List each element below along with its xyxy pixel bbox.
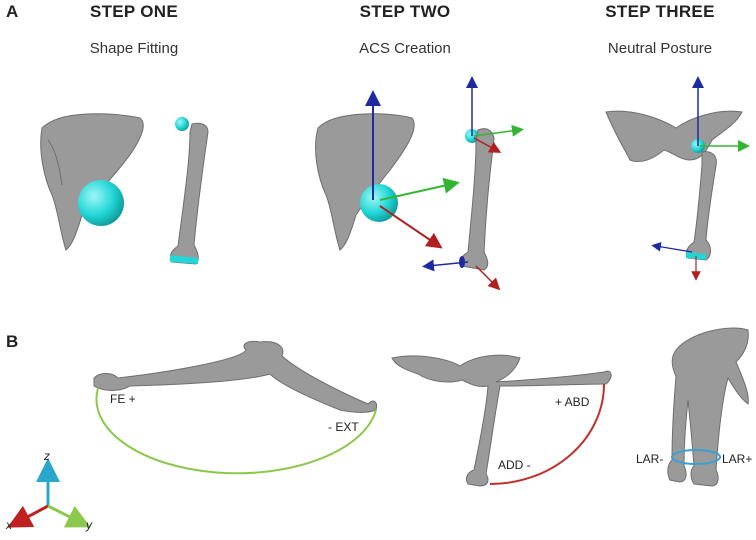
lar-plus-label: LAR+ (722, 452, 753, 466)
step-three-knee-z-axis (651, 242, 693, 253)
step-two-pelvis-y-axis (379, 177, 460, 201)
step-three-femur (685, 151, 717, 261)
step-two-femur-x-axis (473, 137, 502, 153)
step-one-acetabulum-sphere (78, 180, 124, 226)
b-abd-arc (489, 383, 605, 485)
step-two-femur-y-axis (473, 124, 524, 137)
ext-minus-label: - EXT (328, 420, 359, 434)
step-two-knee-z-axis (422, 259, 469, 272)
b-lar-skeleton (667, 327, 749, 487)
triad-z-label: z (44, 449, 50, 463)
step-two-pelvis-x-axis (379, 205, 443, 249)
b-fe-skeleton (93, 341, 377, 413)
triad-x-axis (7, 504, 49, 528)
triad-x-label: x (6, 518, 12, 532)
abd-plus-label: + ABD (555, 395, 590, 409)
step-one-title: STEP ONE (89, 2, 179, 21)
step-two-knee-x-axis (475, 265, 501, 291)
b-fe-arc (95, 387, 377, 475)
step-two-title: STEP TWO (359, 2, 451, 21)
step-three-pelvis (605, 110, 743, 163)
step-two-pelvis (315, 113, 415, 251)
panel-a-label: A (6, 2, 19, 21)
lar-minus-label: LAR- (636, 452, 664, 466)
step-three-subtitle: Neutral Posture (607, 40, 713, 57)
step-two-femur (459, 128, 495, 271)
b-abd-skeleton (391, 354, 612, 487)
b-lar-rotation-ring (671, 449, 721, 465)
panel-b-label: B (6, 332, 19, 351)
step-two-acetabulum-sphere (360, 184, 398, 222)
triad-y-axis (47, 504, 91, 528)
step-one-subtitle: Shape Fitting (89, 40, 179, 57)
triad-y-label: y (86, 518, 92, 532)
step-two-subtitle: ACS Creation (359, 40, 451, 57)
step-one-femur (169, 117, 209, 265)
step-three-title: STEP THREE (605, 2, 715, 21)
add-minus-label: ADD - (498, 458, 531, 472)
fe-plus-label: FE + (110, 392, 136, 406)
